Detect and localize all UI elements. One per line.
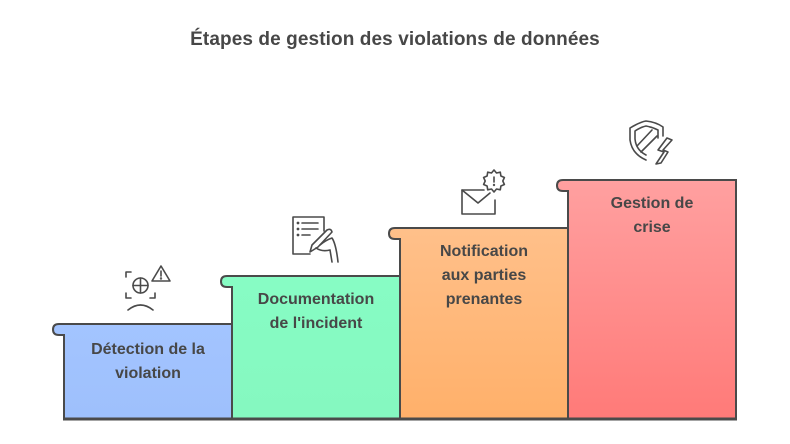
- step-notification: Notification aux parties prenantes: [400, 228, 568, 419]
- document-sign-icon: [292, 216, 339, 263]
- step-documentation: Documentation de l'incident: [232, 276, 400, 419]
- step-1-shape: [51, 323, 233, 420]
- diagram-title: Étapes de gestion des violations de donn…: [190, 29, 600, 50]
- step-4-line-1: Gestion de: [610, 195, 694, 212]
- step-4-shape: [555, 179, 737, 420]
- step-3-line-2: aux parties: [441, 267, 527, 284]
- shield-lightning-icon: [629, 120, 673, 165]
- step-3-line-1: Notification: [440, 243, 528, 260]
- step-1-label: Détection de la violation: [64, 338, 232, 386]
- face-scan-alert-icon: [125, 265, 171, 311]
- step-2-label: Documentation de l'incident: [232, 288, 400, 336]
- step-2-line-1: Documentation: [257, 291, 375, 308]
- step-2-shape: [219, 275, 401, 420]
- step-1-line-2: violation: [115, 365, 181, 382]
- step-3-label: Notification aux parties prenantes: [400, 240, 568, 312]
- step-detection: Détection de la violation: [64, 324, 232, 419]
- step-4-line-2: crise: [633, 219, 671, 236]
- step-4-label: Gestion de crise: [568, 192, 736, 240]
- step-3-shape: [387, 227, 569, 420]
- step-crisis: Gestion de crise: [568, 180, 736, 419]
- mail-alert-icon: [461, 169, 506, 215]
- step-3-line-3: prenantes: [445, 291, 523, 308]
- step-1-line-1: Détection de la: [91, 341, 205, 358]
- step-2-line-2: de l'incident: [269, 315, 363, 332]
